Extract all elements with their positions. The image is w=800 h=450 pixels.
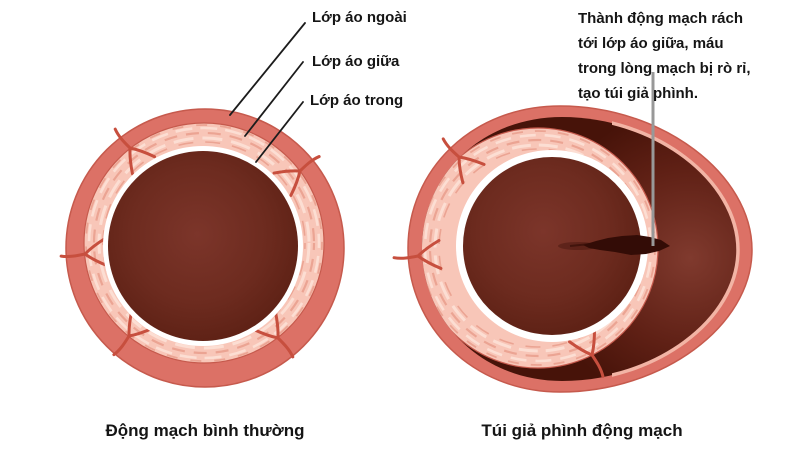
pseudoaneurysm-figure	[391, 105, 753, 393]
wall-tear-crack	[558, 235, 670, 255]
tear-annotation-line-3: trong lòng mạch bị rò rỉ,	[578, 60, 751, 77]
lumen-blood	[108, 151, 298, 341]
leader-line-middle-layer	[244, 61, 304, 137]
label-middle-layer: Lớp áo giữa	[312, 53, 400, 70]
caption-pseudoaneurysm: Túi giả phình động mạch	[481, 421, 683, 440]
label-leader-lines	[229, 22, 306, 163]
leader-line-outer-layer	[229, 22, 306, 116]
normal-artery-figure	[58, 108, 345, 388]
label-outer-layer: Lớp áo ngoài	[312, 9, 407, 26]
lumen-blood	[463, 157, 641, 335]
label-inner-layer: Lớp áo trong	[310, 92, 404, 109]
caption-normal-artery: Động mạch bình thường	[105, 421, 305, 440]
sac-inner-rim-highlight	[612, 121, 740, 377]
tear-annotation-line-1: Thành động mạch rách	[578, 10, 744, 27]
tear-annotation-line-4: tạo túi giả phình.	[578, 85, 698, 102]
tear-annotation-line-2: tới lớp áo giữa, máu	[578, 35, 724, 52]
leader-line-inner-layer	[255, 101, 304, 163]
tear-annotation: Thành động mạch rách tới lớp áo giữa, má…	[578, 6, 751, 106]
